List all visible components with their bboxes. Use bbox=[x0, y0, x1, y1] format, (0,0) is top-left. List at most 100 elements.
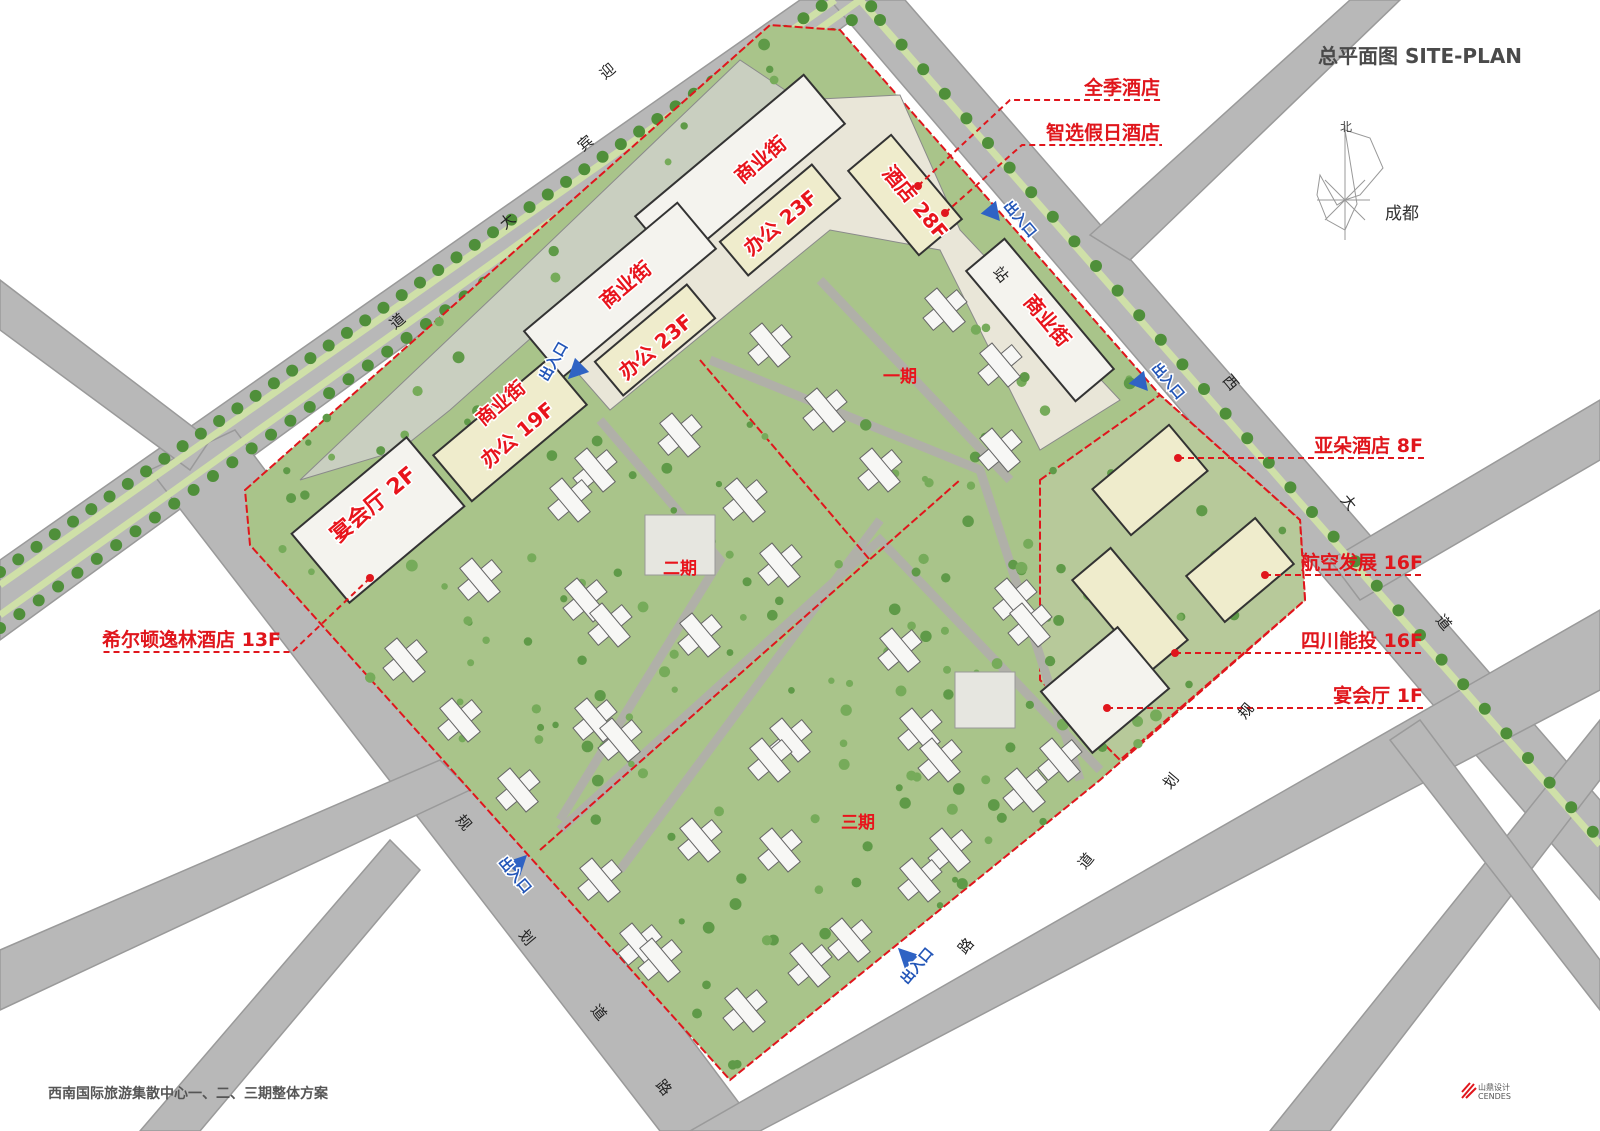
tree bbox=[1176, 613, 1184, 621]
tree bbox=[463, 616, 473, 625]
buildings-commercial bbox=[290, 73, 1296, 755]
tree bbox=[265, 428, 278, 441]
tree bbox=[1049, 466, 1057, 475]
road-east-branch-2 bbox=[1388, 718, 1600, 1012]
tree bbox=[1370, 579, 1383, 592]
company-logo: 山鼎设计 CENDES bbox=[1461, 1082, 1511, 1101]
tree bbox=[962, 515, 974, 528]
residential-tower bbox=[757, 542, 803, 588]
residential-tower bbox=[722, 477, 768, 523]
tree bbox=[1056, 563, 1066, 574]
tree bbox=[577, 655, 587, 665]
tree bbox=[523, 637, 533, 646]
tree bbox=[283, 467, 291, 475]
road-name-char: 路 bbox=[954, 934, 977, 957]
tree bbox=[1241, 432, 1254, 445]
tree bbox=[226, 456, 239, 469]
tree bbox=[981, 775, 991, 785]
tree bbox=[956, 878, 968, 890]
residential-tower bbox=[857, 447, 903, 493]
tree bbox=[1025, 186, 1038, 199]
project-name: 西南国际旅游集散中心一、二、三期整体方案 bbox=[48, 1085, 329, 1102]
tree bbox=[1132, 716, 1144, 727]
tree bbox=[996, 812, 1007, 823]
tree bbox=[432, 263, 445, 276]
tree bbox=[286, 493, 297, 504]
tree bbox=[614, 138, 627, 151]
tree bbox=[1543, 776, 1556, 789]
tree bbox=[761, 935, 773, 946]
residential-tower bbox=[572, 447, 618, 493]
tree bbox=[591, 435, 603, 447]
tree bbox=[1015, 561, 1028, 574]
tree bbox=[1349, 555, 1362, 568]
residential-towers bbox=[382, 287, 1083, 1033]
entrance-arrow-icon bbox=[505, 854, 528, 877]
building-office-19f bbox=[431, 357, 589, 503]
road-north-branch bbox=[1088, 0, 1402, 261]
tree bbox=[536, 723, 545, 732]
tree bbox=[1154, 333, 1167, 346]
tree bbox=[1053, 614, 1065, 626]
tree bbox=[413, 276, 426, 289]
callouts: 全季酒店 智选假日酒店 亚朵酒店 8F 航空发展 16F 四川能投 16F 宴会… bbox=[100, 76, 1425, 712]
tree bbox=[814, 885, 824, 895]
tree bbox=[464, 418, 471, 426]
tree bbox=[766, 65, 774, 74]
building-retail-north-2 bbox=[522, 201, 718, 379]
tree bbox=[376, 446, 386, 456]
tree bbox=[769, 75, 779, 85]
tree bbox=[1090, 260, 1102, 272]
residential-tower bbox=[722, 987, 768, 1033]
tree bbox=[1327, 530, 1340, 543]
label-phase-3: 三期 bbox=[841, 813, 875, 833]
tree bbox=[918, 553, 929, 565]
tree bbox=[613, 568, 623, 578]
plaza bbox=[954, 671, 1016, 729]
tree bbox=[851, 877, 862, 888]
tree bbox=[304, 352, 317, 365]
entrance-arrow-icon bbox=[980, 200, 1000, 221]
tree bbox=[678, 918, 685, 925]
tree bbox=[1150, 709, 1162, 722]
tree bbox=[659, 666, 671, 678]
tree bbox=[1565, 801, 1578, 814]
residential-tower bbox=[747, 737, 793, 783]
tree bbox=[300, 490, 310, 500]
entrance-arrow-icon bbox=[1128, 370, 1148, 391]
tree bbox=[888, 603, 901, 616]
tree bbox=[596, 150, 609, 163]
tree bbox=[278, 544, 287, 554]
tree bbox=[839, 739, 848, 748]
tree bbox=[381, 345, 394, 358]
tree bbox=[637, 601, 649, 613]
tree bbox=[984, 836, 993, 845]
tree bbox=[680, 122, 688, 130]
logo-mark-icon bbox=[1461, 1082, 1477, 1099]
tree bbox=[727, 1060, 738, 1070]
tree bbox=[1586, 825, 1599, 838]
road-east-branch bbox=[1328, 399, 1600, 601]
tree bbox=[560, 175, 573, 188]
tree bbox=[581, 740, 594, 753]
tree bbox=[845, 679, 854, 688]
tree bbox=[736, 873, 747, 884]
tree bbox=[960, 112, 973, 125]
tree bbox=[305, 439, 312, 446]
tree bbox=[911, 567, 921, 577]
tree bbox=[121, 477, 134, 490]
tree bbox=[328, 453, 336, 461]
building-aviation bbox=[1184, 516, 1296, 624]
tree bbox=[140, 465, 153, 478]
residential-tower bbox=[917, 737, 963, 783]
tree bbox=[633, 125, 646, 138]
tree bbox=[523, 201, 536, 214]
tree bbox=[340, 326, 353, 339]
tree bbox=[952, 783, 965, 795]
label-phase-2: 二期 bbox=[663, 559, 697, 579]
tree bbox=[550, 272, 561, 283]
tree bbox=[702, 980, 711, 990]
tree bbox=[637, 768, 649, 779]
tree bbox=[359, 314, 372, 327]
tree bbox=[1023, 538, 1034, 549]
